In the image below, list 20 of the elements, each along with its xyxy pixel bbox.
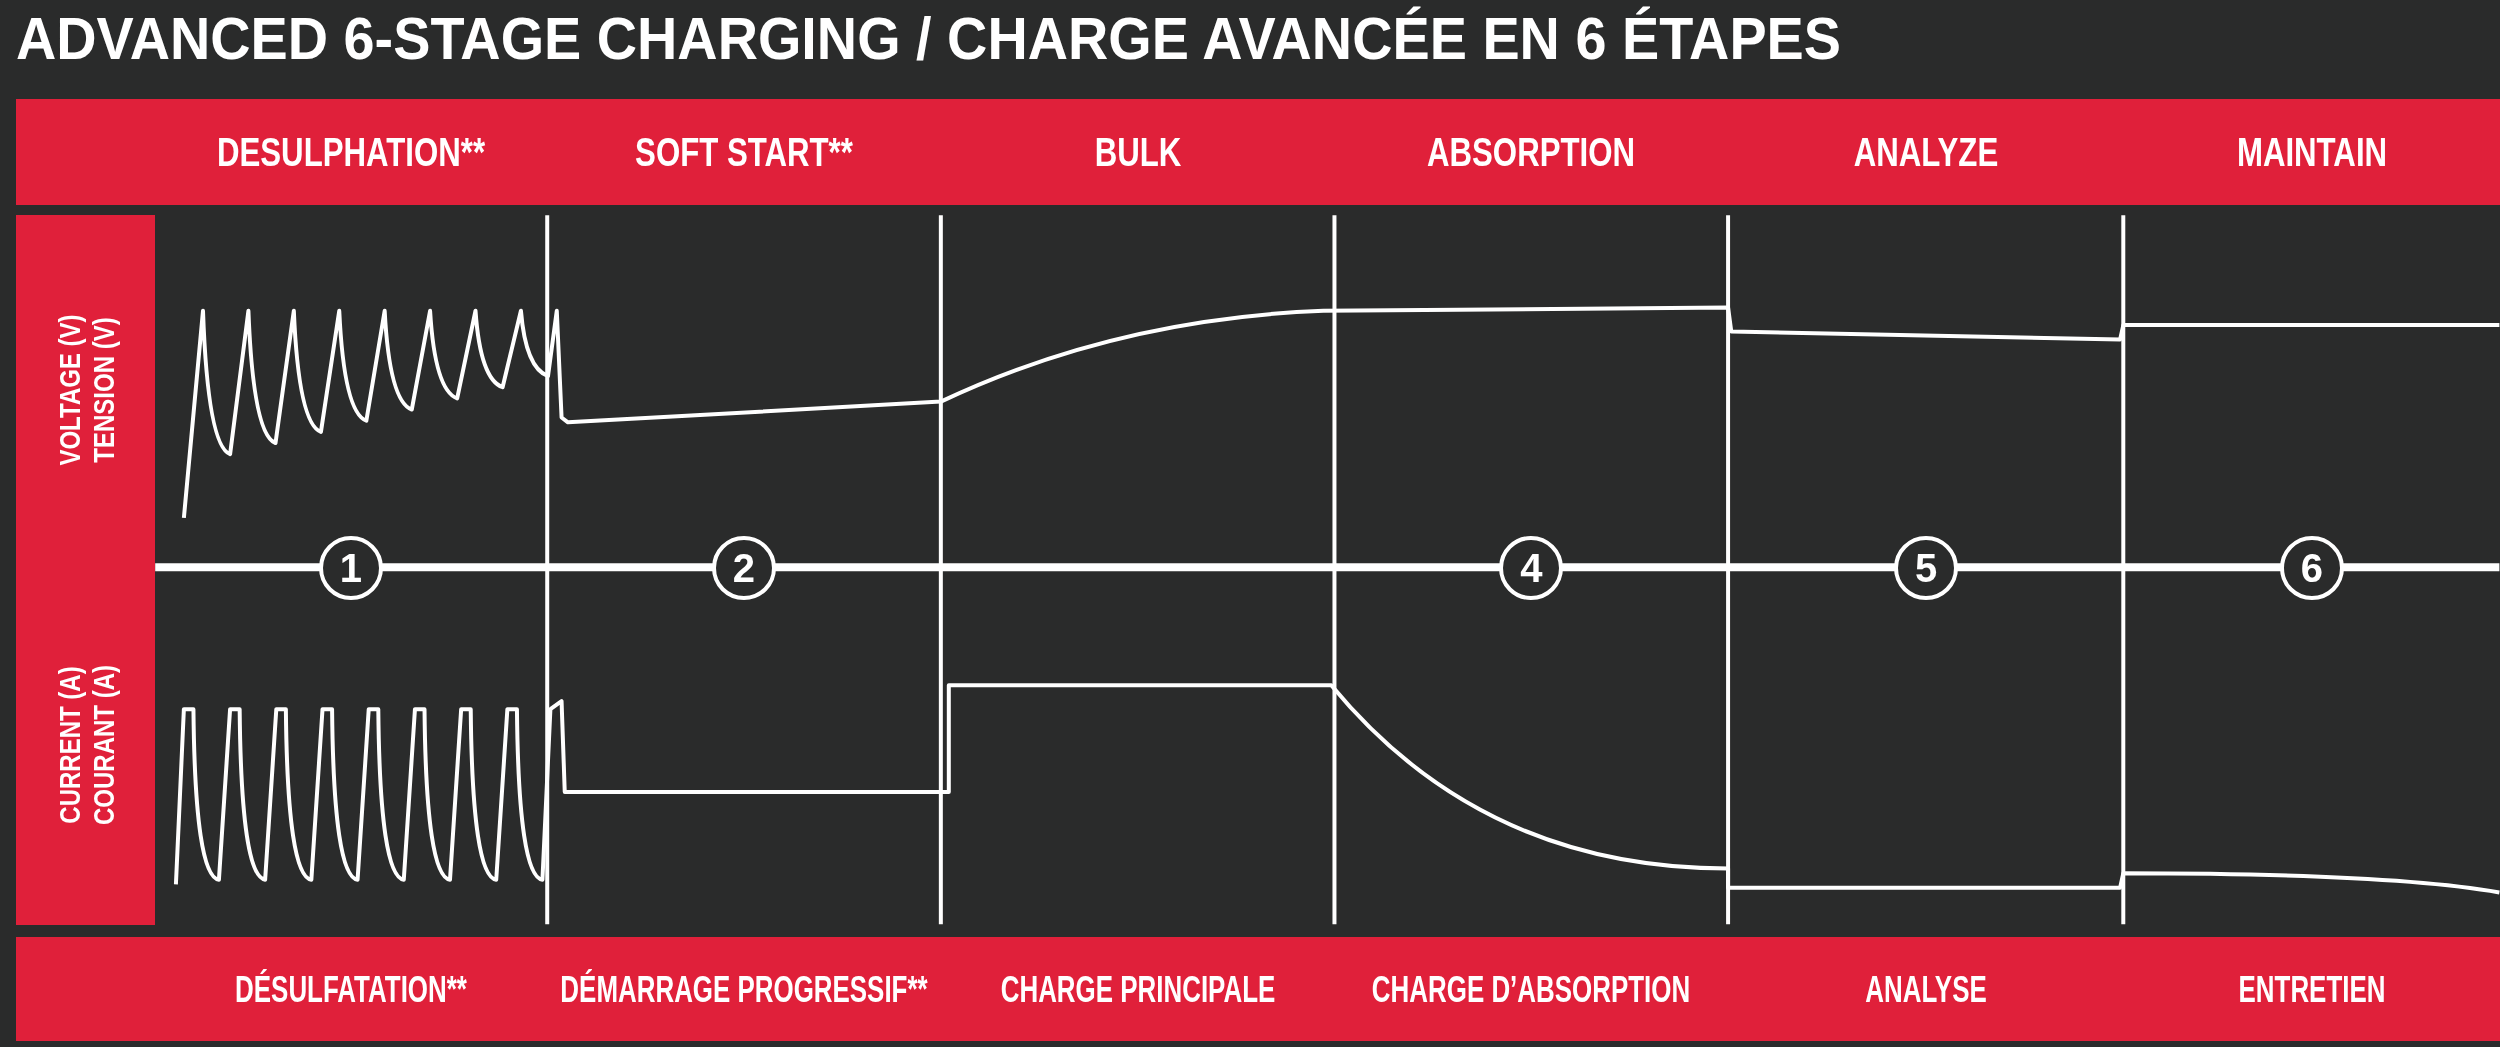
stage-name: DESULPHATION** — [216, 129, 485, 175]
stage-number-badge: 6 — [2279, 535, 2344, 600]
stage-name: ANALYZE — [1853, 129, 1999, 175]
axis-label: CURRENT (A) COURANT (A) — [53, 665, 121, 825]
stage-name: CHARGE D’ABSORPTION — [1372, 969, 1691, 1011]
stage-name: SOFT START** — [634, 129, 853, 175]
axis-label: VOLTAGE (V) TENSION (V) — [53, 314, 121, 466]
stage-number-badge: 1 — [318, 535, 383, 600]
stage-name: CHARGE PRINCIPALE — [1000, 969, 1275, 1011]
diagram-title: ADVANCED 6-STAGE CHARGING / CHARGE AVANCÉE EN 6 ÉTAPES — [16, 4, 1842, 73]
stage-name: BULK — [1094, 129, 1181, 175]
stage-name: MAINTAIN — [2236, 129, 2387, 175]
stage-name: DÉMARRAGE PROGRESSIF** — [560, 969, 928, 1011]
stage-number-badge: 4 — [1499, 535, 1564, 600]
stage-name: DÉSULFATATION** — [234, 969, 467, 1011]
stage-name: ANALYSE — [1865, 969, 1987, 1011]
stage-number-badge: 5 — [1894, 535, 1958, 600]
stage-name: ENTRETIEN — [2238, 969, 2386, 1011]
stage-name: ABSORPTION — [1427, 129, 1636, 175]
stage-number-badge: 2 — [711, 535, 776, 600]
